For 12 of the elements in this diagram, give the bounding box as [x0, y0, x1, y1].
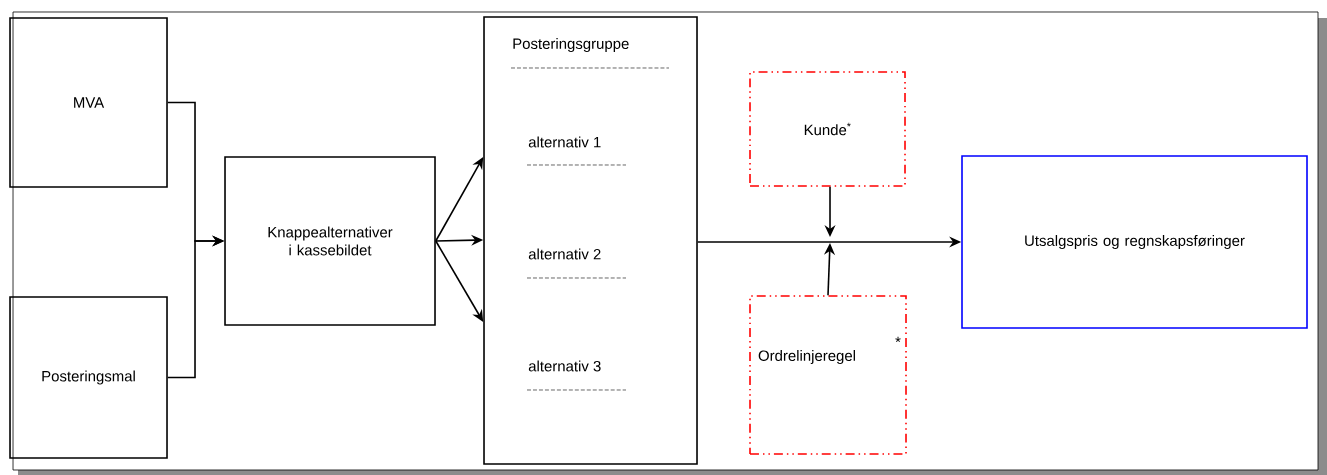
- group-heading: Posteringsgruppe: [513, 38, 629, 52]
- arrow: [435, 240, 484, 322]
- process-box: MVA: [9, 17, 168, 188]
- box-label: Ordrelinjeregel: [758, 350, 855, 364]
- option-label: alternativ 1: [528, 136, 601, 148]
- option-label: alternativ 3: [528, 360, 601, 372]
- arrow: [435, 157, 484, 242]
- process-box: Knappealternativer i kassebildet: [224, 156, 436, 326]
- option-label: alternativ 2: [528, 248, 601, 260]
- result-box: Utsalgspris og regnskapsføringer: [961, 155, 1308, 329]
- process-box: Posteringsmal: [9, 296, 168, 459]
- asterisk: *: [895, 336, 901, 343]
